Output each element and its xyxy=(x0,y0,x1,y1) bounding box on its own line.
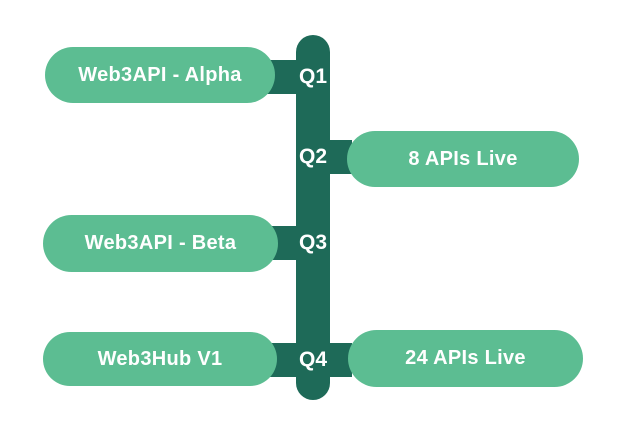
milestone-pill-q4-left: Web3Hub V1 xyxy=(43,332,277,386)
quarter-label-q4: Q4 xyxy=(298,348,327,371)
milestone-pill-q2-right: 8 APIs Live xyxy=(347,131,579,187)
quarter-label-q1: Q1 xyxy=(298,65,327,88)
timeline-bar xyxy=(296,35,330,400)
milestone-pill-q4-right: 24 APIs Live xyxy=(348,330,583,387)
quarter-label-q2: Q2 xyxy=(298,145,327,168)
milestone-pill-q3-left: Web3API - Beta xyxy=(43,215,278,272)
milestone-pill-q1-left: Web3API - Alpha xyxy=(45,47,275,103)
quarter-label-q3: Q3 xyxy=(298,231,327,254)
